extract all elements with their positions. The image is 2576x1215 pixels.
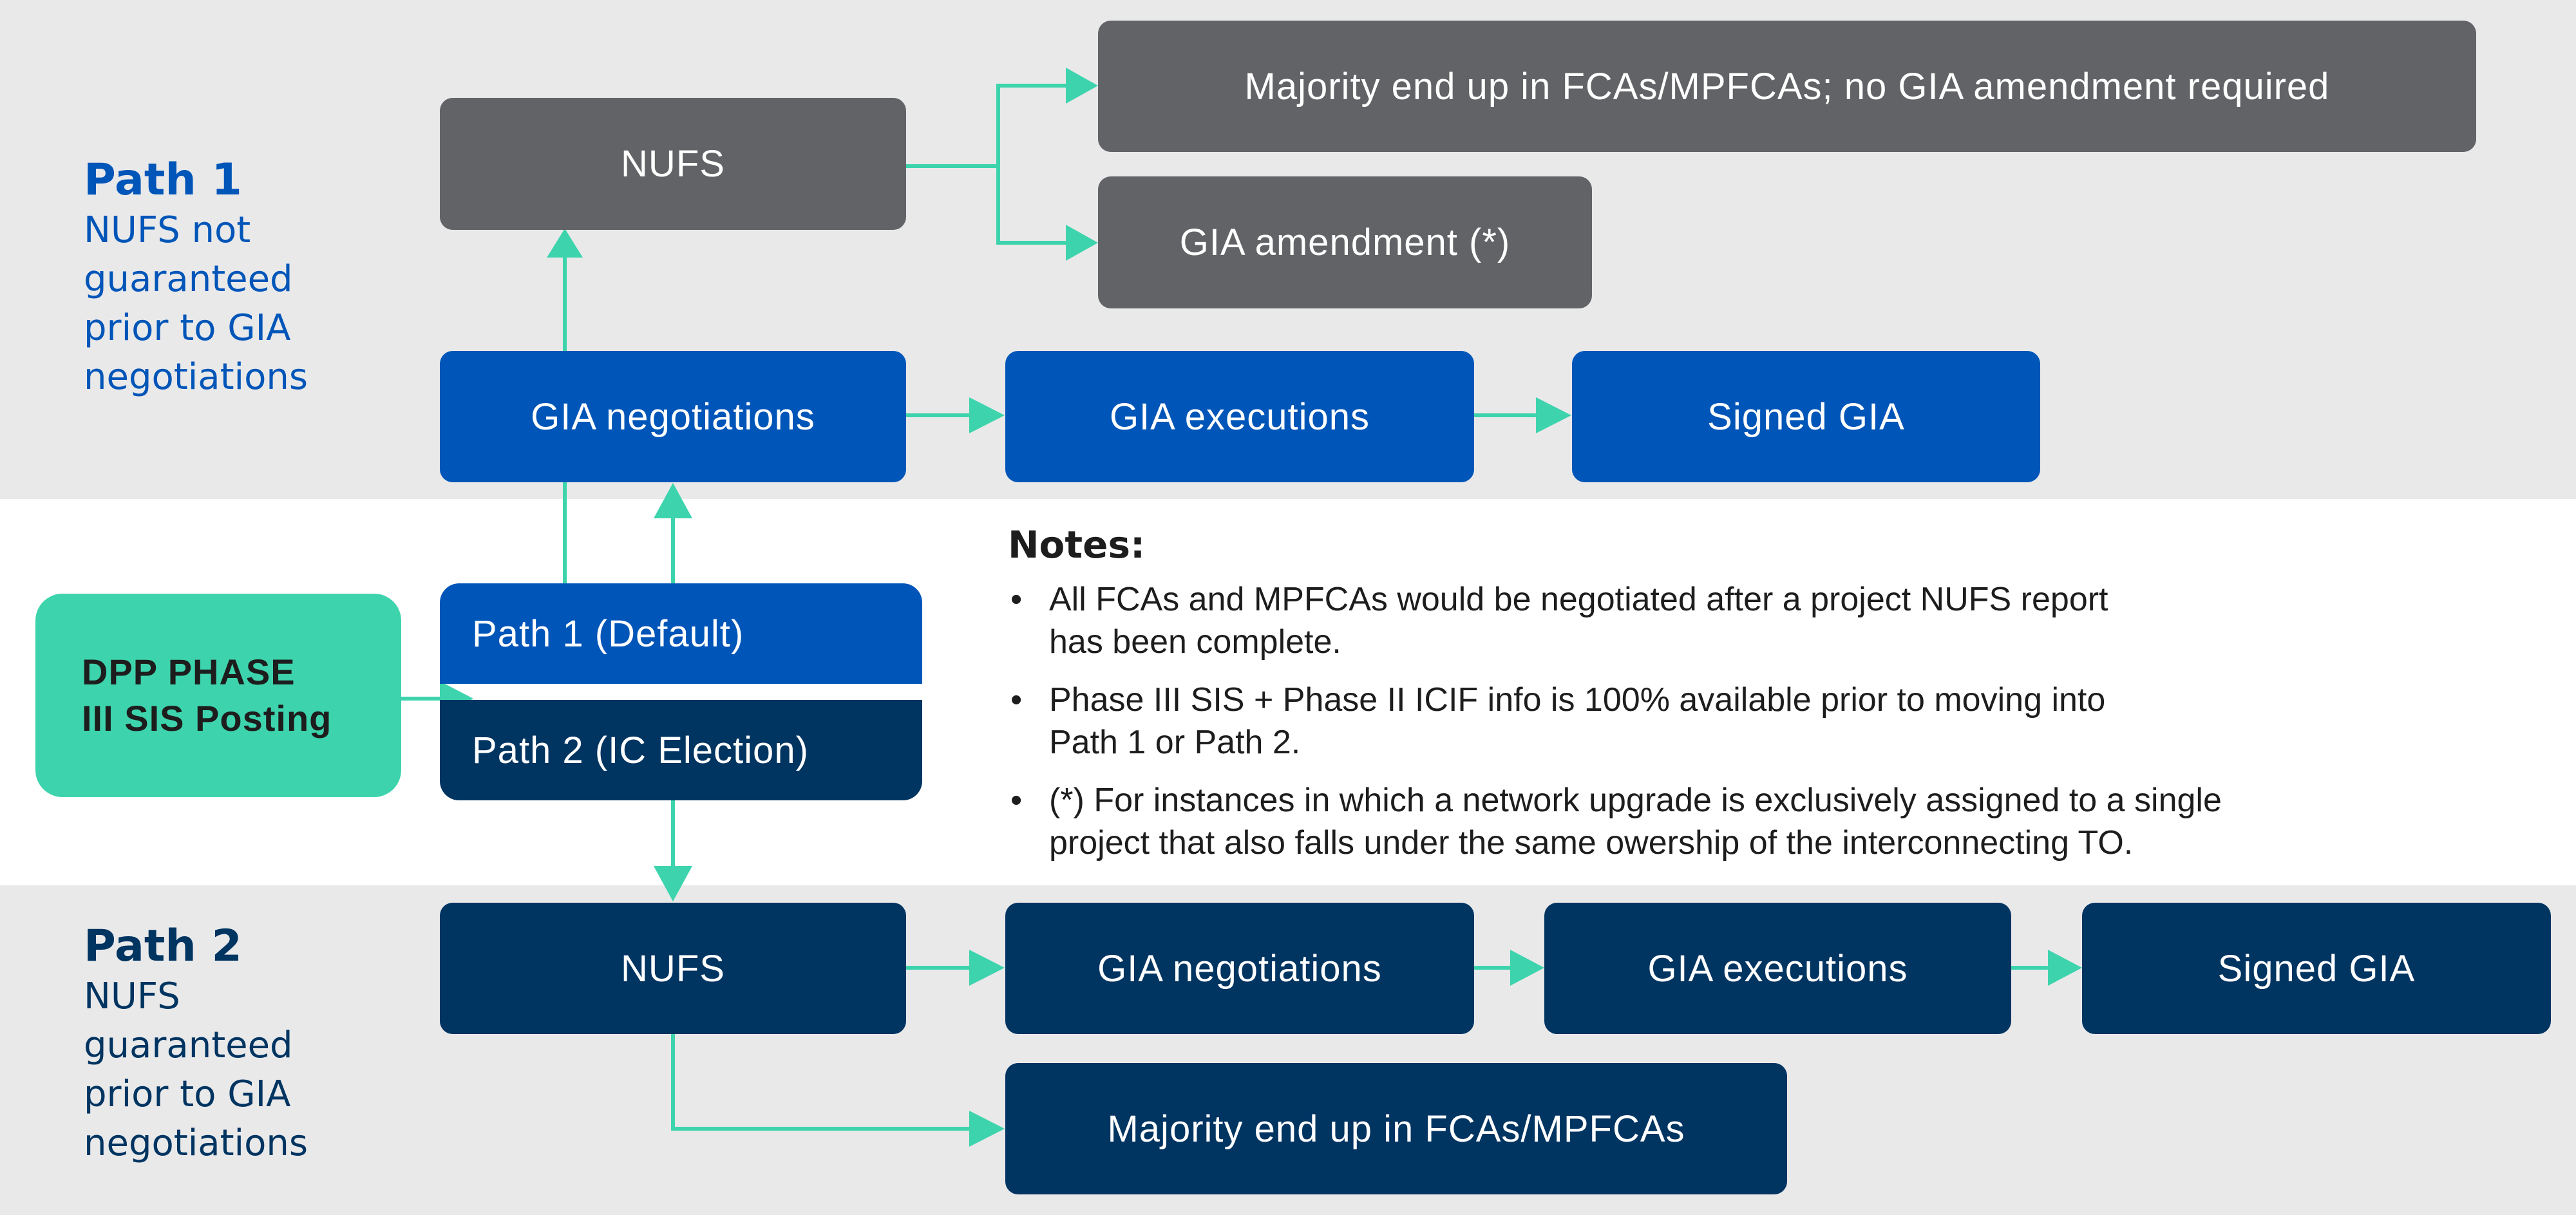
path1-executions-box: GIA executions [1005,351,1474,482]
path1-majority-box: Majority end up in FCAs/MPFCAs; no GIA a… [1098,21,2476,152]
notes-panel: Notes: All FCAs and MPFCAs would be nego… [1008,523,2541,880]
dpp-line-1: DPP PHASE [82,652,296,692]
path1-amendment-box: GIA amendment (*) [1098,176,1592,308]
note-line: Phase III SIS + Phase II ICIF info is 10… [1049,681,2106,719]
path2-nufs-box: NUFS [440,903,906,1034]
arrow-head-majority [1066,68,1098,104]
dpp-phase-start-box: DPP PHASE III SIS Posting [35,594,401,797]
path2-executions-box: GIA executions [1544,903,2011,1034]
arrow-head-nufs-top [547,229,583,258]
note-item: Phase III SIS + Phase II ICIF info is 10… [1008,679,2541,764]
notes-list: All FCAs and MPFCAs would be negotiated … [1008,578,2541,864]
path1-title: Path 1 [84,155,242,205]
notes-title: Notes: [1008,523,1146,567]
arrow-head-nufs-bottom [654,866,692,901]
connector-nufs-to-majority [906,84,1066,168]
path2-label: Path 2 NUFS guaranteed prior to GIA nego… [84,921,354,1168]
path-choice-default: Path 1 (Default) [440,583,922,684]
note-item: All FCAs and MPFCAs would be negotiated … [1008,578,2541,663]
note-line: Path 1 or Path 2. [1049,724,1301,761]
note-line: has been complete. [1049,623,1341,661]
path1-signed-box: Signed GIA [1572,351,2040,482]
path1-negotiations-box: GIA negotiations [440,351,906,482]
note-line: project that also falls under the same o… [1049,824,2134,862]
arrow-head-executions-top [969,397,1005,433]
arrow-head-negotiations-top [654,483,692,518]
path2-title: Path 2 [84,921,242,972]
path1-description: NUFS not guaranteed prior to GIA negotia… [84,209,308,398]
dpp-line-2: III SIS Posting [82,698,332,739]
arrow-head-majority-bottom [969,1111,1005,1147]
path2-signed-box: Signed GIA [2082,903,2551,1034]
note-item: (*) For instances in which a network upg… [1008,779,2541,864]
arrow-head-executions-bottom [1510,950,1544,986]
path2-majority-box: Majority end up in FCAs/MPFCAs [1005,1063,1787,1194]
connector-nufs-to-amendment [996,166,1066,245]
note-line: (*) For instances in which a network upg… [1049,782,2222,819]
path1-nufs-box: NUFS [440,98,906,230]
arrow-head-signed-bottom [2048,950,2082,986]
path2-negotiations-box: GIA negotiations [1005,903,1474,1034]
path1-label: Path 1 NUFS not guaranteed prior to GIA … [84,155,354,402]
arrow-head-amendment [1066,225,1098,261]
path-choice-ic-election: Path 2 (IC Election) [440,700,922,800]
arrow-head-signed-top [1536,397,1571,433]
arrow-head-negotiations-bottom [969,950,1005,986]
path2-description: NUFS guaranteed prior to GIA negotiation… [84,975,308,1164]
connector-nufs-to-majority-bottom [671,1034,969,1131]
note-line: All FCAs and MPFCAs would be negotiated … [1049,581,2108,618]
